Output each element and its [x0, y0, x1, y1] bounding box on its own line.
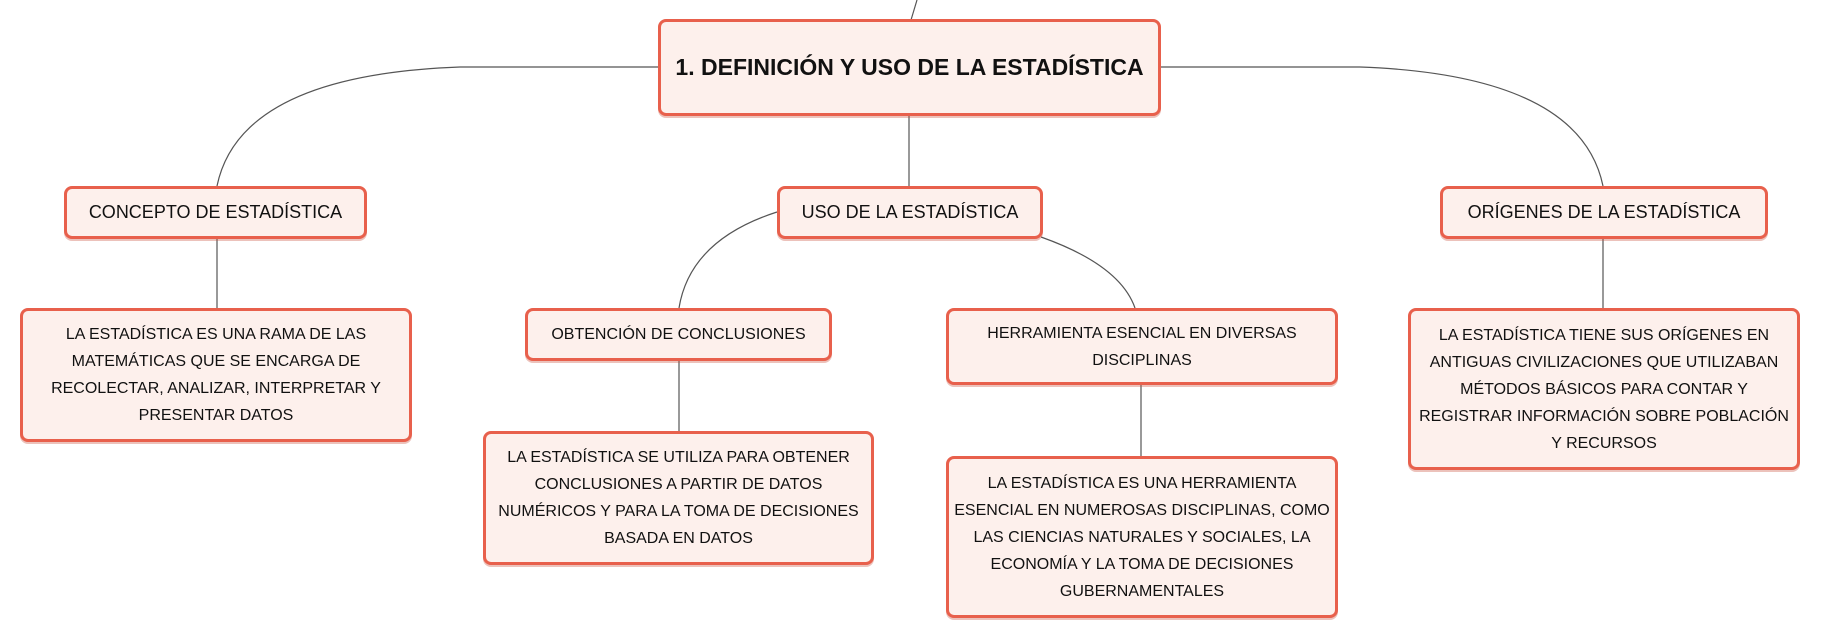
topic-title: USO DE LA ESTADÍSTICA — [801, 202, 1019, 222]
connector-parent — [910, 0, 918, 21]
subtopic-title: HERRAMIENTA ESENCIAL EN DIVERSAS DISCIPL… — [987, 324, 1297, 369]
connector-uso-herramienta — [1040, 236, 1136, 309]
topic-concepto[interactable]: CONCEPTO DE ESTADÍSTICA — [64, 186, 367, 239]
detail-concepto[interactable]: LA ESTADÍSTICA ES UNA RAMA DE LAS MATEMÁ… — [20, 308, 412, 442]
detail-text: LA ESTADÍSTICA ES UNA HERRAMIENTA ESENCI… — [954, 474, 1330, 600]
topic-uso[interactable]: USO DE LA ESTADÍSTICA — [777, 186, 1043, 239]
topic-title: CONCEPTO DE ESTADÍSTICA — [88, 202, 343, 222]
root-title: 1. DEFINICIÓN Y USO DE LA ESTADÍSTICA — [675, 54, 1144, 80]
detail-text: LA ESTADÍSTICA SE UTILIZA PARA OBTENER C… — [498, 449, 859, 547]
detail-herramienta[interactable]: LA ESTADÍSTICA ES UNA HERRAMIENTA ESENCI… — [946, 456, 1338, 618]
topic-origenes[interactable]: ORÍGENES DE LA ESTADÍSTICA — [1440, 186, 1768, 239]
connector-root-concepto — [216, 66, 658, 187]
detail-obtencion[interactable]: LA ESTADÍSTICA SE UTILIZA PARA OBTENER C… — [483, 431, 874, 565]
root-node[interactable]: 1. DEFINICIÓN Y USO DE LA ESTADÍSTICA — [658, 19, 1161, 116]
subtopic-obtencion[interactable]: OBTENCIÓN DE CONCLUSIONES — [525, 308, 832, 361]
topic-title: ORÍGENES DE LA ESTADÍSTICA — [1467, 202, 1741, 222]
connector-root-origenes — [1161, 66, 1604, 187]
detail-origenes[interactable]: LA ESTADÍSTICA TIENE SUS ORÍGENES EN ANT… — [1408, 308, 1800, 470]
connector-uso-obtencion — [678, 211, 778, 309]
subtopic-herramienta[interactable]: HERRAMIENTA ESENCIAL EN DIVERSAS DISCIPL… — [946, 308, 1338, 385]
subtopic-title: OBTENCIÓN DE CONCLUSIONES — [551, 326, 806, 343]
detail-text: LA ESTADÍSTICA TIENE SUS ORÍGENES EN ANT… — [1419, 326, 1789, 452]
detail-text: LA ESTADÍSTICA ES UNA RAMA DE LAS MATEMÁ… — [51, 326, 381, 424]
